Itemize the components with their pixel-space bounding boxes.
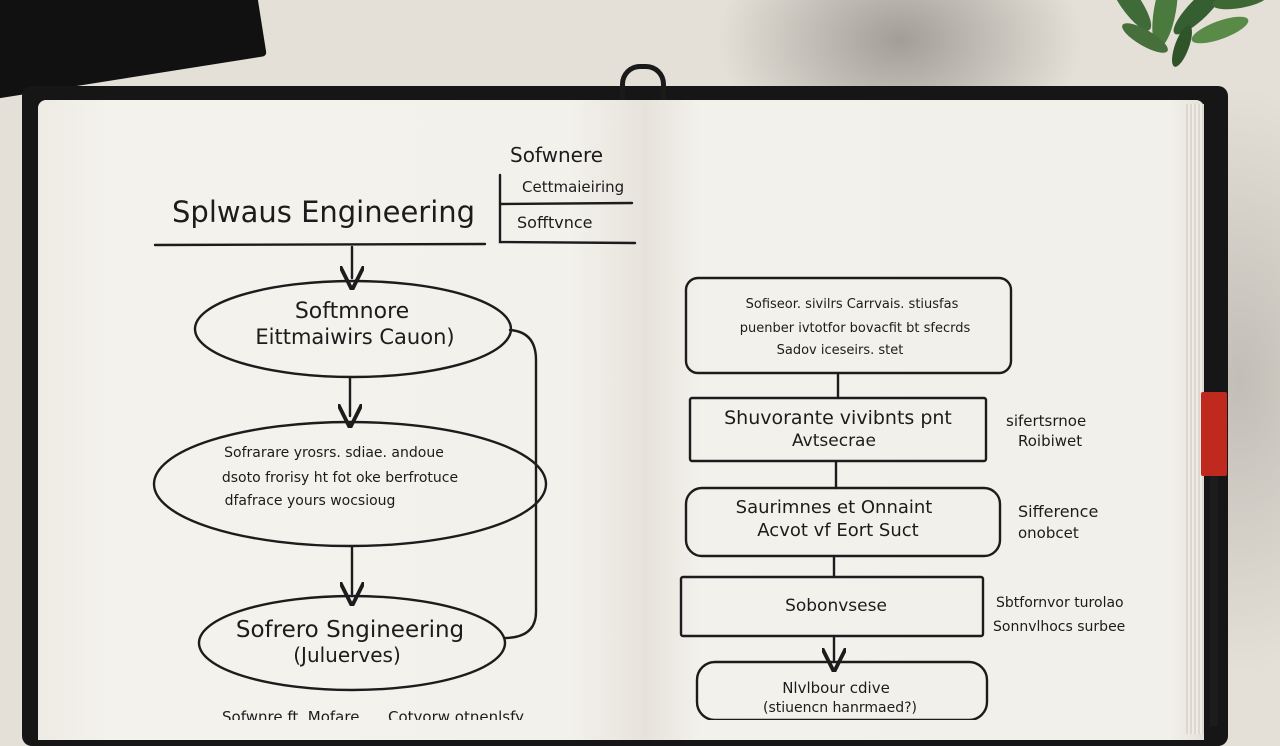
oval-2-line2: dsoto frorisy ht fot oke berfrotuce [222, 470, 458, 486]
box-3-line2: Acvot vf Eort Suct [757, 520, 918, 541]
oval-1-line2: Eittmaiwirs Cauon) [255, 325, 454, 349]
bottom-note-right: Cotvorw otnenlsfy [388, 708, 524, 720]
corner-box-bottom: Sofftvnce [517, 213, 593, 232]
side-note-1-line2: Roibiwet [1018, 432, 1082, 450]
right-page [644, 100, 1204, 740]
box-1 [684, 276, 1013, 375]
box-5 [695, 660, 989, 720]
corner-box [498, 173, 637, 245]
flowchart-sketch: Splwaus Engineering Sofwnere Cettmaieiri… [152, 143, 1125, 720]
box-4 [679, 575, 985, 638]
bottom-note-left: Sofwnre ft. Mofare [222, 708, 359, 720]
corner-box-middle: Cettmaieiring [522, 178, 624, 196]
box-2-line2: Avtsecrae [792, 431, 876, 451]
oval-2 [152, 420, 548, 548]
ribbon-strap [1210, 476, 1218, 726]
title-underline [153, 242, 487, 247]
box-2-line1: Shuvorante vivibnts pnt [724, 407, 952, 429]
header-title: Splwaus Engineering [172, 195, 475, 229]
oval-2-line3: dfafrace yours wocsioug [225, 493, 396, 509]
oval-3-line2: (Juluerves) [293, 643, 401, 667]
feedback-connector [504, 328, 538, 640]
box-1-line3: Sadov iceseirs. stet [777, 343, 904, 358]
side-note-3-line2: Sonnvlhocs surbee [993, 619, 1125, 635]
bookmark-ribbon [1201, 392, 1227, 476]
page-edges [1186, 104, 1204, 734]
box-4-line1: Sobonvsese [785, 596, 887, 616]
box-3 [684, 486, 1002, 558]
box-5-line1: Nlvlbour cdive [782, 679, 890, 697]
box-1-line2: puenber ivtotfor bovacfit bt sfecrds [740, 321, 971, 336]
box-1-line1: Sofiseor. sivilrs Carrvais. stiusfas [746, 297, 959, 312]
oval-2-line1: Sofrarare yrosrs. sdiae. andoue [224, 445, 444, 461]
side-note-3-line1: Sbtfornvor turolao [996, 595, 1124, 611]
box-3-line1: Saurimnes et Onnaint [736, 497, 933, 518]
notebook-ring [620, 64, 666, 109]
side-note-1-line1: sifertsrnoe [1006, 412, 1086, 430]
side-note-2-line2: onobcet [1018, 524, 1079, 542]
plant-leaves-icon [1108, 0, 1268, 67]
oval-3 [197, 594, 507, 692]
oval-1-line1: Softmnore [295, 299, 409, 324]
box-2 [688, 396, 988, 463]
box-5-line2: (stiuencn hanrmaed?) [763, 700, 917, 716]
corner-box-top: Sofwnere [510, 143, 603, 167]
side-note-2-line1: Sifference [1018, 502, 1098, 521]
oval-3-line1: Sofrero Sngineering [236, 617, 464, 643]
